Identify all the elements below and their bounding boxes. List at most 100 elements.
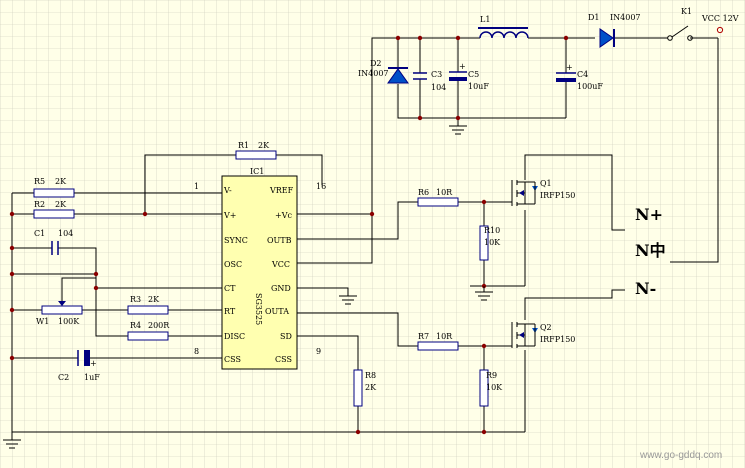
- junctions: [9, 35, 569, 435]
- l1-ref: L1: [480, 15, 490, 24]
- q2-ref: Q2: [540, 323, 552, 332]
- vcc-label: VCC 12V: [701, 14, 739, 23]
- ic1-pin-label: CSS: [224, 355, 241, 364]
- r3-ref: R3: [130, 295, 141, 304]
- ic1-pin-label: V+: [223, 211, 236, 220]
- r4-ref: R4: [130, 321, 141, 330]
- c5-ref: C5: [468, 70, 479, 79]
- ground-symbol-top: [449, 125, 467, 135]
- output-n-plus: N+: [635, 205, 663, 224]
- r9-value: 10K: [486, 383, 503, 392]
- ic1-pin-label: OUTA: [265, 307, 289, 316]
- diode-d2: D2 IN4007: [358, 59, 409, 84]
- ic1-ref: IC1: [250, 167, 264, 176]
- ground-symbol-r10: [475, 286, 493, 301]
- diode-d1: D1 IN4007: [588, 13, 641, 48]
- r4-value: 200R: [148, 321, 170, 330]
- r7-value: 10R: [436, 332, 453, 341]
- r2-value: 2K: [55, 200, 67, 209]
- d2-value: IN4007: [358, 69, 389, 78]
- potentiometer-w1: W1 100K: [36, 301, 83, 326]
- wires: [11, 37, 719, 433]
- ground-symbol-ic: [339, 295, 357, 305]
- resistor-r10: R10 10K: [479, 225, 501, 261]
- c1-value: 104: [58, 229, 73, 238]
- resistor-r9: R9 10K: [479, 369, 503, 407]
- r1-value: 2K: [258, 141, 270, 150]
- ic1-pin-label: DISC: [224, 332, 245, 341]
- resistor-r8: R8 2K: [353, 369, 377, 407]
- ic1-pin-num: 8: [194, 347, 199, 356]
- c1-ref: C1: [34, 229, 45, 238]
- c4-value: 100uF: [577, 82, 603, 91]
- mosfet-q2: [511, 322, 538, 348]
- ic1: IC1 SG3525 1 V- V+ SYNC OSC CT RT DISC 8…: [194, 167, 326, 370]
- r10-ref: R10: [484, 226, 500, 235]
- d2-ref: D2: [370, 59, 382, 68]
- output-n-middle: N中: [635, 241, 666, 260]
- r7-ref: R7: [418, 332, 429, 341]
- resistor-r3: R3 2K: [127, 295, 169, 315]
- c3-ref: C3: [431, 70, 442, 79]
- ic1-pin-label: OSC: [224, 260, 242, 269]
- r6-value: 10R: [436, 188, 453, 197]
- ic1-pin-label: CT: [224, 284, 236, 293]
- watermark: www.go-gddq.com: [639, 450, 722, 461]
- r2-ref: R2: [34, 200, 45, 209]
- c3-value: 104: [431, 83, 446, 92]
- ic1-pin-num: 9: [316, 347, 321, 356]
- output-n-minus: N-: [635, 279, 656, 298]
- ground-symbol-left: [3, 432, 21, 449]
- resistor-r2: R2 2K: [33, 200, 75, 219]
- ic1-pin-label: GND: [271, 284, 291, 293]
- mosfet-q1: [511, 180, 538, 206]
- switch-k1: [667, 25, 693, 41]
- r5-ref: R5: [34, 177, 45, 186]
- resistor-r1: R1 2K: [235, 141, 277, 160]
- inductor-l1: L1: [478, 15, 529, 39]
- c4-ref: C4: [577, 70, 588, 79]
- ic1-pin-label: OUTB: [267, 236, 292, 245]
- k1-ref: K1: [681, 7, 692, 16]
- r9-ref: R9: [486, 371, 497, 380]
- q1-ref: Q1: [540, 179, 552, 188]
- ic1-pin-label: V-: [223, 186, 232, 195]
- ic1-pin-num: 16: [316, 182, 326, 191]
- ic1-pin-label: SYNC: [224, 236, 248, 245]
- capacitor-c5: + C5 10uF: [449, 62, 489, 91]
- c2-value: 1uF: [84, 373, 100, 382]
- r3-value: 2K: [148, 295, 160, 304]
- q1-value: IRFP150: [540, 191, 575, 200]
- r8-value: 2K: [365, 383, 377, 392]
- c5-plus: +: [459, 62, 466, 71]
- c5-value: 10uF: [468, 82, 489, 91]
- vcc-terminal: [716, 26, 724, 34]
- ic1-pin-label: RT: [224, 307, 236, 316]
- capacitor-c1: [51, 241, 59, 255]
- d1-value: IN4007: [610, 13, 641, 22]
- capacitor-c4: + C4 100uF: [556, 63, 603, 91]
- q2-value: IRFP150: [540, 335, 575, 344]
- ic1-part: SG3525: [254, 293, 263, 325]
- r10-value: 10K: [484, 238, 501, 247]
- ic1-pin-label: VCC: [271, 260, 290, 269]
- r1-ref: R1: [238, 141, 249, 150]
- c2-ref: C2: [58, 373, 69, 382]
- ic1-right-pins: 16 VREF +Vc OUTB VCC GND OUTA SD 9 CSS: [265, 182, 326, 364]
- ic1-left-pins: 1 V- V+ SYNC OSC CT RT DISC 8 CSS: [194, 182, 248, 364]
- ic1-pin-label: SD: [280, 332, 292, 341]
- ic1-pin-label: VREF: [269, 186, 294, 195]
- ic1-pin-label: +Vc: [275, 211, 292, 220]
- capacitor-c2: C2 + 1uF: [58, 350, 100, 382]
- resistor-r6: R6 10R: [417, 188, 459, 207]
- ic1-pin-num: 1: [194, 182, 199, 191]
- c4-plus: +: [566, 63, 573, 72]
- ic1-pin-label: CSS: [275, 355, 292, 364]
- r6-ref: R6: [418, 188, 429, 197]
- r5-value: 2K: [55, 177, 67, 186]
- c2-plus: +: [90, 359, 97, 368]
- d1-ref: D1: [588, 13, 600, 22]
- capacitor-c3: [413, 72, 427, 80]
- w1-ref: W1: [36, 317, 49, 326]
